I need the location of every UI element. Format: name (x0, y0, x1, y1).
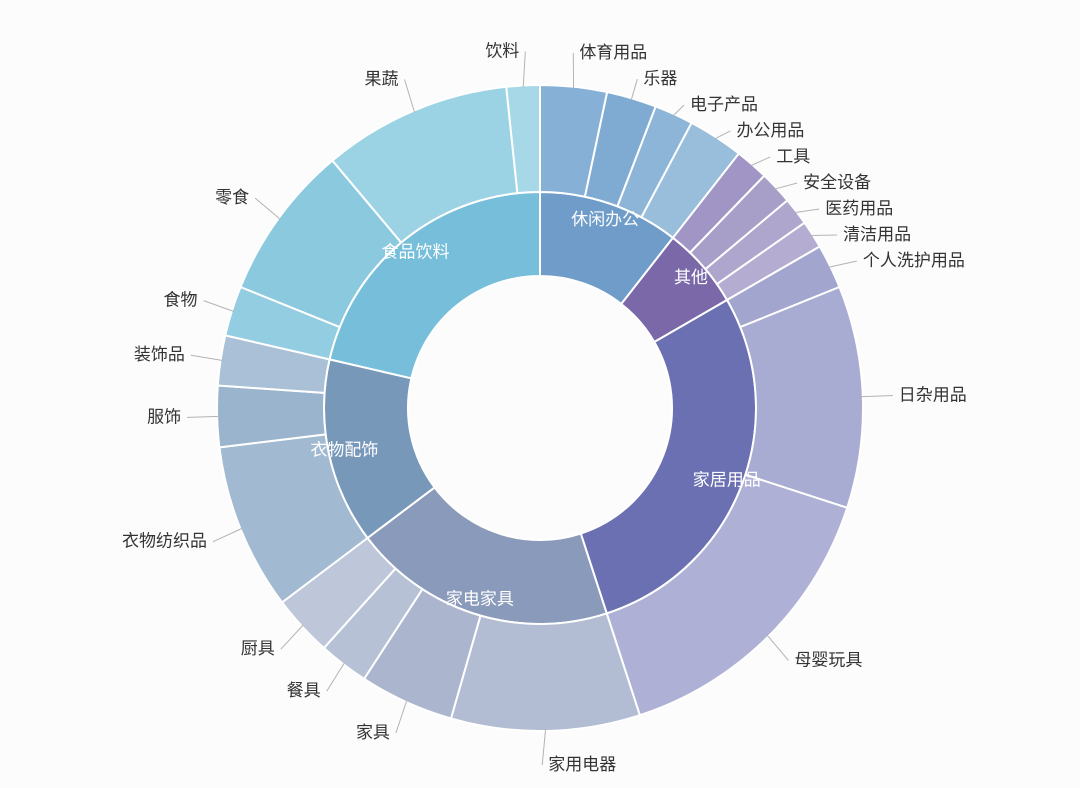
inner-segment-label: 家电家具 (446, 590, 514, 609)
outer-segment-label: 体育用品 (579, 43, 647, 62)
outer-segment-家用电器 (449, 612, 642, 732)
leader-line (280, 624, 304, 650)
outer-segment-label: 果蔬 (365, 69, 399, 88)
outer-segment-label: 服饰 (147, 407, 181, 426)
inner-segment-label: 休闲办公 (571, 210, 639, 229)
outer-segment-label: 安全设备 (803, 173, 871, 192)
outer-segment-label: 电子产品 (690, 95, 758, 114)
leader-line (766, 634, 789, 661)
leader-line (187, 415, 220, 418)
outer-segment-label: 母婴玩具 (794, 650, 862, 669)
outer-segment-label: 清洁用品 (843, 225, 911, 244)
outer-segment-label: 医药用品 (825, 199, 893, 218)
leader-line (395, 699, 408, 734)
outer-segment-label: 个人洗护用品 (863, 251, 965, 270)
leader-line (541, 728, 547, 765)
leader-line (774, 182, 798, 190)
leader-line (522, 51, 526, 88)
outer-segment-label: 家具 (356, 723, 390, 742)
outer-segment-label: 装饰品 (134, 345, 185, 364)
leader-line (810, 234, 838, 237)
leader-line (794, 208, 820, 214)
leader-line (404, 79, 416, 113)
leader-line (254, 197, 281, 220)
leader-line (630, 78, 638, 101)
outer-segment-label: 饮料 (485, 41, 519, 60)
outer-segment-label: 日杂用品 (899, 386, 967, 405)
leader-line (203, 300, 235, 312)
leader-line (190, 354, 223, 362)
outer-segment-label: 衣物纺织品 (122, 532, 207, 551)
inner-segment-label: 衣物配饰 (310, 441, 378, 460)
leader-line (714, 130, 731, 140)
inner-segment-label: 其他 (674, 268, 708, 287)
leader-line (326, 662, 346, 692)
leader-line (212, 527, 243, 543)
outer-segment-label: 家用电器 (548, 755, 616, 774)
outer-segment-饮料 (505, 83, 541, 195)
leader-line (828, 260, 857, 268)
leader-line (672, 104, 685, 117)
outer-segment-label: 工具 (776, 147, 810, 166)
inner-segment-label: 食品饮料 (382, 242, 450, 261)
outer-segment-label: 乐器 (643, 69, 677, 88)
inner-segment-label: 家居用品 (693, 471, 761, 490)
segments-layer (216, 83, 864, 732)
outer-segment-label: 零食 (215, 188, 249, 207)
outer-segment-label: 餐具 (287, 681, 321, 700)
outer-segment-label: 办公用品 (736, 121, 804, 140)
leader-line (750, 156, 771, 167)
leader-lines-layer (187, 51, 893, 765)
leader-line (860, 395, 893, 398)
outer-segment-label: 厨具 (241, 639, 275, 658)
outer-segment-label: 食物 (164, 291, 198, 310)
